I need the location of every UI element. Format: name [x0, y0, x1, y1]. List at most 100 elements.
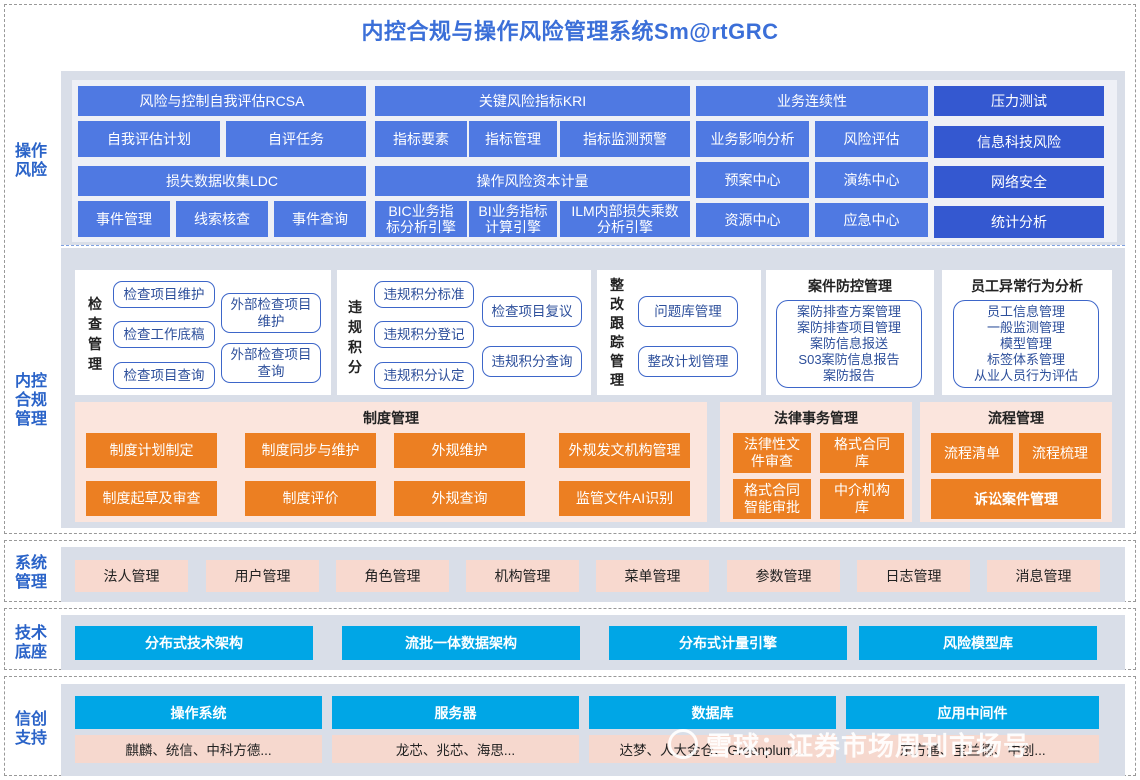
system-item[interactable]: 法人管理 [75, 560, 188, 592]
employee-item[interactable]: 员工信息管理 [986, 304, 1065, 319]
legal-item[interactable]: 中介机构 库 [820, 479, 904, 519]
bcm-item[interactable]: 风险评估 [815, 121, 928, 157]
employee-item[interactable]: 从业人员行为评估 [973, 368, 1078, 383]
kri-item[interactable]: 指标要素 [375, 121, 467, 157]
process-item[interactable]: 流程梳理 [1019, 433, 1101, 473]
violation-item[interactable]: 违规积分登记 [374, 321, 474, 348]
op-risk-right-item[interactable]: 压力测试 [934, 86, 1104, 116]
policy-item[interactable]: 制度评价 [245, 481, 376, 516]
xinchuang-detail: 龙芯、兆芯、海思... [332, 735, 579, 763]
xinchuang-title[interactable]: 数据库 [589, 696, 836, 729]
policy-title: 制度管理 [363, 410, 419, 426]
capital-title[interactable]: 操作风险资本计量 [375, 166, 690, 196]
capital-item[interactable]: ILM内部损失乘数 分析引擎 [560, 201, 690, 237]
system-item[interactable]: 用户管理 [206, 560, 319, 592]
bcm-title[interactable]: 业务连续性 [696, 86, 928, 116]
legal-title: 法律事务管理 [774, 410, 858, 426]
bcm-item[interactable]: 业务影响分析 [696, 121, 809, 157]
employee-title: 员工异常行为分析 [971, 278, 1083, 294]
inspection-item[interactable]: 检查项目维护 [113, 281, 215, 308]
inspection-item[interactable]: 检查项目查询 [113, 362, 215, 389]
watermark: 雪球：证券市场周刊市场号 [668, 724, 1030, 764]
tech-item[interactable]: 风险模型库 [859, 626, 1097, 660]
system-item[interactable]: 菜单管理 [596, 560, 709, 592]
case-title: 案件防控管理 [808, 278, 892, 294]
violation-item[interactable]: 违规积分标准 [374, 281, 474, 308]
policy-item[interactable]: 外规发文机构管理 [559, 433, 690, 468]
case-item[interactable]: 案防排查项目管理 [796, 320, 901, 335]
legal-item[interactable]: 格式合同 智能审批 [733, 479, 811, 519]
watermark-text: 雪球：证券市场周刊市场号 [706, 730, 1031, 761]
policy-item[interactable]: 制度计划制定 [86, 433, 217, 468]
case-list: 案防排查方案管理 案防排查项目管理 案防信息报送 S03案防信息报告 案防报告 [776, 300, 922, 388]
rcsa-title[interactable]: 风险与控制自我评估RCSA [78, 86, 366, 116]
rectify-item[interactable]: 问题库管理 [638, 296, 738, 327]
system-item[interactable]: 角色管理 [336, 560, 449, 592]
case-item[interactable]: 案防信息报送 [809, 336, 888, 351]
xinchuang-title[interactable]: 应用中间件 [846, 696, 1099, 729]
rectify-item[interactable]: 整改计划管理 [638, 346, 738, 377]
frame-top [4, 4, 1136, 534]
employee-item[interactable]: 一般监测管理 [986, 320, 1065, 335]
bcm-item[interactable]: 应急中心 [815, 203, 928, 237]
policy-item[interactable]: 制度起草及审查 [86, 481, 217, 516]
xinchuang-detail: 东方通、宝兰德、中创... [846, 735, 1099, 763]
bcm-item[interactable]: 资源中心 [696, 203, 809, 237]
case-item[interactable]: 案防报告 [822, 368, 875, 383]
xinchuang-detail: 麒麟、统信、中科方德... [75, 735, 322, 763]
op-risk-right-item[interactable]: 网络安全 [934, 166, 1104, 198]
xinchuang-detail: 达梦、人大金仓、Greenplum... [589, 735, 836, 763]
inspection-item[interactable]: 外部检查项目 维护 [221, 293, 321, 333]
kri-title[interactable]: 关键风险指标KRI [375, 86, 690, 116]
kri-item[interactable]: 指标监测预警 [560, 121, 690, 157]
system-item[interactable]: 参数管理 [727, 560, 840, 592]
process-item[interactable]: 流程清单 [931, 433, 1013, 473]
inspection-item[interactable]: 外部检查项目 查询 [221, 343, 321, 383]
side-label-system: 系统 管理 [14, 555, 47, 591]
kri-item[interactable]: 指标管理 [469, 121, 557, 157]
tech-item[interactable]: 分布式技术架构 [75, 626, 313, 660]
ldc-item[interactable]: 事件管理 [78, 201, 170, 237]
bcm-item[interactable]: 演练中心 [815, 162, 928, 198]
employee-item[interactable]: 模型管理 [999, 336, 1052, 351]
inspection-label: 检 查 管 理 [88, 296, 102, 372]
rcsa-item[interactable]: 自我评估计划 [78, 121, 220, 157]
inspection-item[interactable]: 检查工作底稿 [113, 321, 215, 348]
violation-item[interactable]: 违规积分查询 [482, 346, 582, 377]
tech-item[interactable]: 流批一体数据架构 [342, 626, 580, 660]
op-risk-right-item[interactable]: 信息科技风险 [934, 126, 1104, 158]
xinchuang-title[interactable]: 操作系统 [75, 696, 322, 729]
ldc-title[interactable]: 损失数据收集LDC [78, 166, 366, 196]
rcsa-item[interactable]: 自评任务 [226, 121, 366, 157]
ldc-item[interactable]: 事件查询 [274, 201, 366, 237]
side-label-op-risk: 操作 风险 [14, 143, 47, 179]
tech-item[interactable]: 分布式计量引擎 [609, 626, 847, 660]
section-separator [61, 245, 1125, 246]
employee-item[interactable]: 标签体系管理 [986, 352, 1065, 367]
violation-label: 违 规 积 分 [348, 299, 362, 375]
system-item[interactable]: 日志管理 [857, 560, 970, 592]
case-item[interactable]: 案防排查方案管理 [796, 304, 901, 319]
side-label-xinchuang: 信创 支持 [14, 711, 47, 747]
process-item-litigation[interactable]: 诉讼案件管理 [931, 479, 1101, 519]
violation-item[interactable]: 违规积分认定 [374, 362, 474, 389]
system-item[interactable]: 消息管理 [987, 560, 1100, 592]
side-label-tech: 技术 底座 [14, 625, 47, 661]
violation-item[interactable]: 检查项目复议 [482, 296, 582, 327]
capital-item[interactable]: BIC业务指 标分析引擎 [375, 201, 467, 237]
capital-item[interactable]: BI业务指标 计算引擎 [469, 201, 557, 237]
policy-item[interactable]: 制度同步与维护 [245, 433, 376, 468]
bcm-item[interactable]: 预案中心 [696, 162, 809, 198]
policy-item[interactable]: 监管文件AI识别 [559, 481, 690, 516]
case-item[interactable]: S03案防信息报告 [798, 352, 900, 367]
legal-item[interactable]: 法律性文 件审查 [733, 433, 811, 473]
employee-list: 员工信息管理 一般监测管理 模型管理 标签体系管理 从业人员行为评估 [953, 300, 1099, 388]
system-item[interactable]: 机构管理 [466, 560, 579, 592]
op-risk-right-item[interactable]: 统计分析 [934, 206, 1104, 238]
policy-item[interactable]: 外规维护 [394, 433, 525, 468]
side-label-internal: 内控 合规 管理 [14, 373, 47, 428]
legal-item[interactable]: 格式合同 库 [820, 433, 904, 473]
policy-item[interactable]: 外规查询 [394, 481, 525, 516]
ldc-item[interactable]: 线索核查 [176, 201, 268, 237]
xinchuang-title[interactable]: 服务器 [332, 696, 579, 729]
